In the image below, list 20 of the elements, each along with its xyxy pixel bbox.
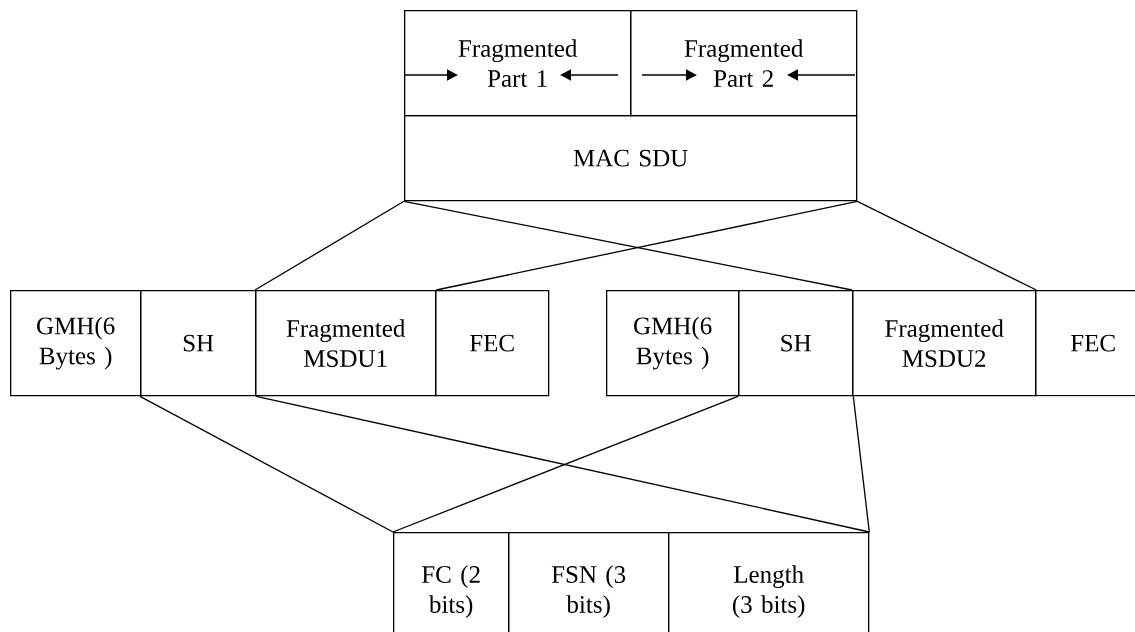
connector-line	[392, 395, 739, 533]
connector-line	[139, 395, 394, 533]
connector-line	[255, 395, 870, 533]
connector-line	[852, 395, 870, 533]
cell: FC (2 bits)	[393, 532, 510, 632]
cell: GMH(6 Bytes )	[606, 290, 740, 397]
cell: SH	[738, 290, 854, 397]
cell: MAC SDU	[404, 115, 858, 202]
cell: FSN (3 bits)	[508, 532, 670, 632]
cell: SH	[140, 290, 257, 397]
cell: Fragmented MSDU1	[255, 290, 437, 397]
connector-line	[856, 200, 1037, 291]
cell: GMH(6 Bytes )	[10, 290, 142, 397]
cell: Fragmented Part 2	[630, 10, 858, 117]
cell: Fragmented MSDU2	[852, 290, 1037, 397]
connector-line	[254, 200, 405, 291]
cell: FEC	[435, 290, 550, 397]
cell: Fragmented Part 1	[404, 10, 632, 117]
cell: Length (3 bits)	[668, 532, 870, 632]
cell: FEC	[1035, 290, 1135, 397]
